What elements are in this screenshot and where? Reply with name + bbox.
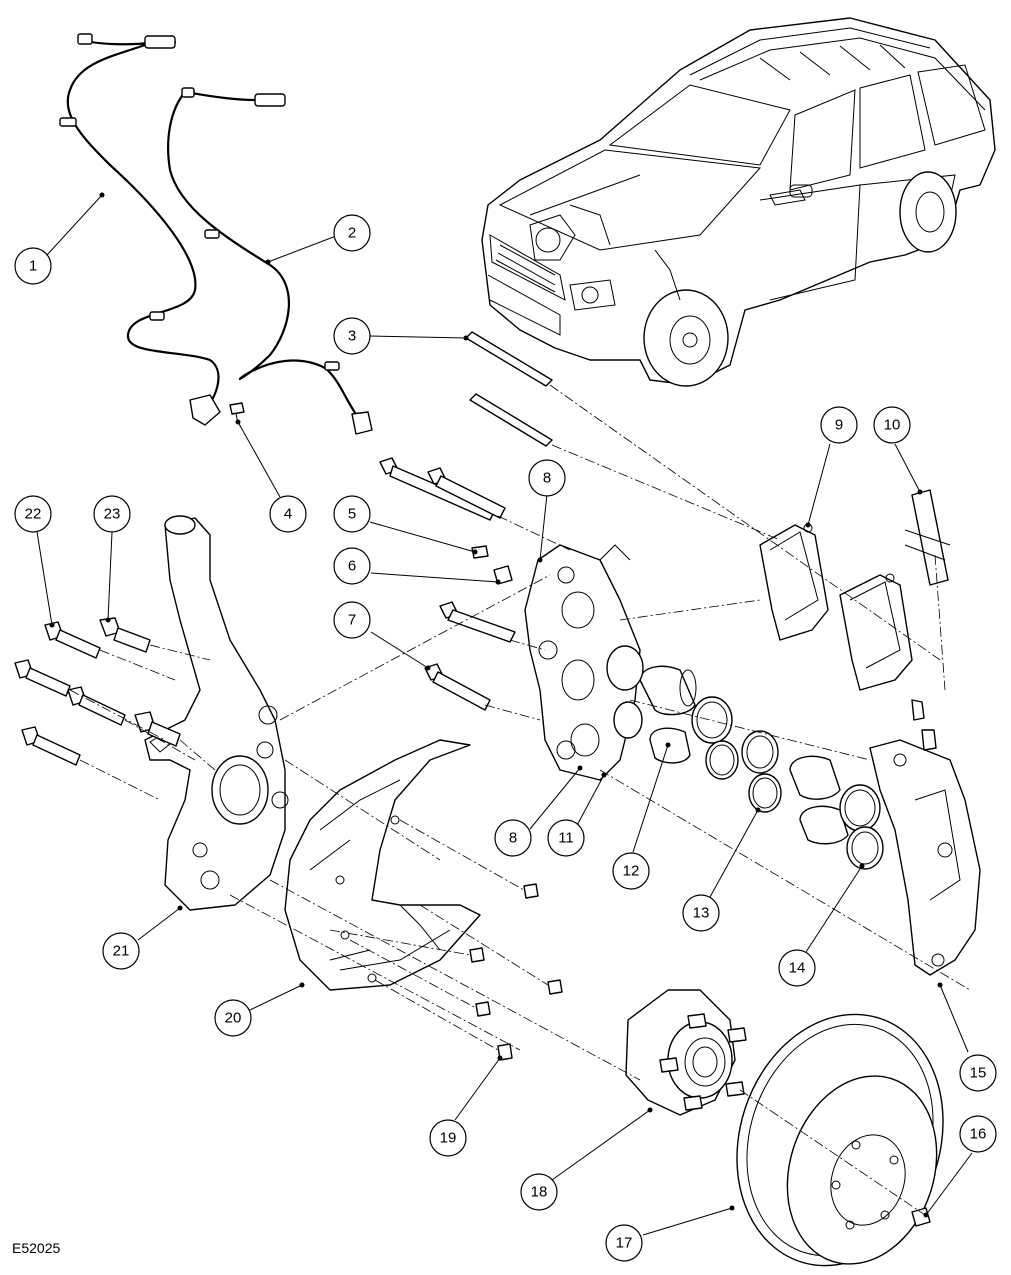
callout-6: 6	[333, 547, 371, 585]
callout-9: 9	[820, 406, 858, 444]
callout-17: 17	[605, 1224, 643, 1262]
callout-3: 3	[333, 317, 371, 355]
disc-screw	[911, 1207, 931, 1227]
callout-14: 14	[778, 949, 816, 987]
vehicle-illustration	[481, 17, 996, 387]
svg-text:3: 3	[348, 328, 356, 345]
callout-18: 18	[520, 1173, 558, 1211]
svg-text:22: 22	[25, 506, 42, 523]
callout-1: 1	[14, 247, 52, 285]
svg-text:17: 17	[616, 1235, 633, 1252]
callout-8-top: 8	[528, 459, 566, 497]
callout-2: 2	[333, 214, 371, 252]
caliper-pistons	[639, 665, 849, 845]
callout-12: 12	[612, 852, 650, 890]
svg-text:1: 1	[29, 258, 37, 275]
svg-text:12: 12	[623, 863, 640, 880]
callout-4: 4	[269, 495, 307, 533]
pad-retaining-pins	[465, 331, 553, 447]
callout-11: 11	[547, 819, 585, 857]
svg-text:9: 9	[835, 417, 843, 434]
callout-8-bottom: 8	[494, 819, 532, 857]
svg-text:15: 15	[970, 1065, 987, 1082]
svg-text:2: 2	[348, 225, 356, 242]
callout-leaders	[36, 192, 973, 1236]
callout-19: 19	[429, 1119, 467, 1157]
brake-disc	[736, 1013, 944, 1267]
svg-text:7: 7	[348, 612, 356, 629]
shield-bolts	[469, 883, 563, 1061]
svg-text:4: 4	[284, 506, 292, 523]
assembly-lines	[69, 384, 971, 1216]
piston-seals	[606, 645, 884, 870]
brake-pads	[759, 523, 913, 691]
svg-text:19: 19	[440, 1130, 457, 1147]
callout-15: 15	[959, 1054, 997, 1092]
abs-sensor-cable-1	[59, 33, 221, 426]
callout-13: 13	[682, 894, 720, 932]
svg-text:6: 6	[348, 558, 356, 575]
callout-10: 10	[873, 406, 911, 444]
svg-text:14: 14	[789, 960, 806, 977]
svg-text:13: 13	[693, 905, 710, 922]
anti-rattle-spring	[904, 489, 951, 586]
callout-20: 20	[214, 999, 252, 1037]
svg-text:8: 8	[509, 830, 517, 847]
svg-text:18: 18	[531, 1184, 548, 1201]
svg-text:16: 16	[970, 1126, 987, 1143]
abs-sensor-cable-2	[167, 87, 373, 435]
figure-reference: E52025	[12, 1240, 61, 1256]
svg-text:23: 23	[104, 506, 121, 523]
splash-shield	[284, 739, 481, 991]
callout-5: 5	[333, 495, 371, 533]
steering-knuckle	[144, 515, 289, 911]
callout-23: 23	[93, 495, 131, 533]
caliper-housing-inner	[524, 544, 641, 781]
callout-16: 16	[959, 1115, 997, 1153]
svg-text:5: 5	[348, 506, 356, 523]
caliper-bolts	[379, 457, 516, 711]
caliper-housing-outer	[869, 699, 981, 976]
svg-text:21: 21	[113, 943, 130, 960]
svg-text:8: 8	[543, 470, 551, 487]
knuckle-bolts	[14, 617, 181, 766]
callout-21: 21	[102, 932, 140, 970]
svg-text:11: 11	[558, 830, 574, 847]
svg-text:20: 20	[225, 1010, 242, 1027]
callout-7: 7	[333, 601, 371, 639]
wheel-hub	[625, 989, 747, 1116]
svg-text:10: 10	[884, 417, 901, 434]
callout-22: 22	[14, 495, 52, 533]
